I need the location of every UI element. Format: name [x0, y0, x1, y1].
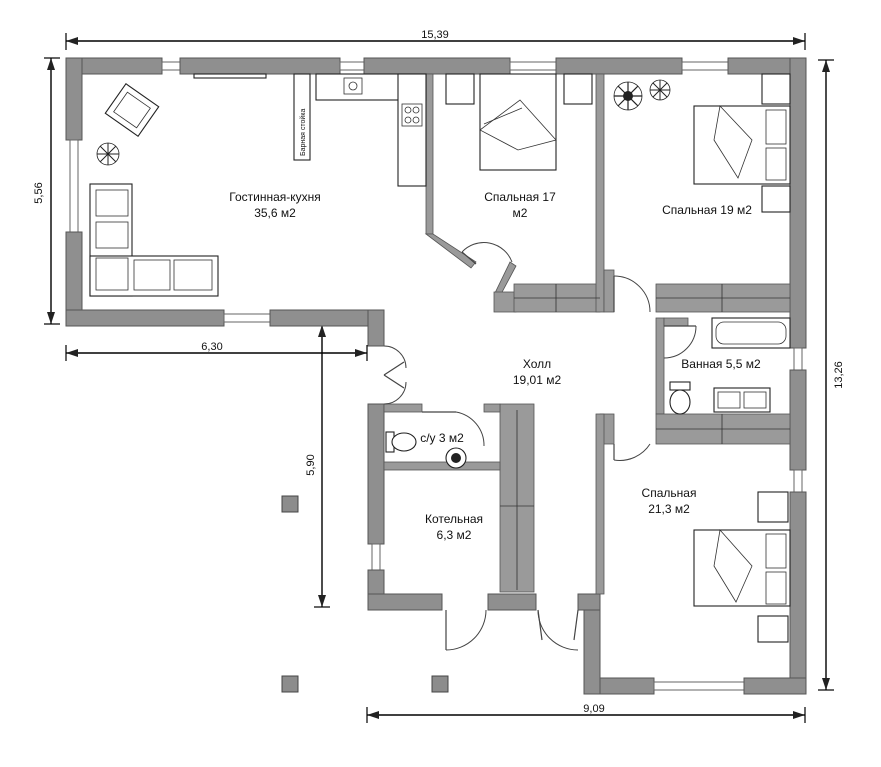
room-area-boiler: 6,3 м2: [437, 528, 472, 542]
room-area-living: 35,6 м2: [254, 206, 296, 220]
wardrobe: [656, 284, 790, 312]
room-name-bed17: Спальная 17: [484, 190, 556, 204]
dimension-middle-horizontal-label: 6,30: [201, 341, 222, 353]
room-name-living: Гостинная-кухня: [229, 190, 321, 204]
bed-19: [693, 73, 791, 213]
wardrobe: [656, 414, 790, 444]
plant-icon: [613, 81, 643, 111]
wardrobe: [514, 284, 600, 312]
wardrobe: [500, 410, 534, 590]
corner-sofa: [89, 183, 219, 297]
dimension-bottom-label: 9,09: [583, 703, 604, 715]
dimension-right-label: 13,26: [833, 361, 845, 389]
bar-counter: Барная стойка: [293, 73, 311, 161]
room-name-wc: с/у 3 м2: [420, 431, 464, 445]
bed-21: [693, 491, 791, 643]
room-name-bed21: Спальная: [642, 486, 697, 500]
kitchen-counter: [315, 73, 427, 187]
dimension-lines: 15,39 5,56 13,26 6,30 5,90: [33, 29, 845, 723]
doors: [383, 242, 697, 651]
dimension-middle-vertical-label: 5,90: [305, 454, 317, 475]
room-name-bed19: Спальная 19 м2: [662, 203, 752, 217]
dimension-top-label: 15,39: [421, 29, 449, 41]
bed-17: [445, 73, 593, 171]
room-name-hall: Холл: [523, 357, 551, 371]
porch-pillars: [281, 495, 449, 693]
bar-counter-label: Барная стойка: [299, 108, 307, 156]
room-name-boiler: Котельная: [425, 512, 483, 526]
toilet-icon: [385, 431, 417, 453]
plant-icon: [649, 79, 671, 101]
furniture: Барная стойка: [89, 73, 791, 643]
sink-icon: [713, 387, 771, 413]
outer-walls: [65, 57, 807, 695]
plant-icon: [96, 142, 120, 166]
room-area-bed17: м2: [513, 206, 528, 220]
armchair: [104, 83, 160, 137]
toilet-icon: [669, 381, 691, 415]
dimension-left-label: 5,56: [33, 182, 45, 203]
sink-icon: [445, 447, 467, 469]
room-area-bed21: 21,3 м2: [648, 502, 690, 516]
room-name-bath: Ванная 5,5 м2: [681, 357, 761, 371]
bathtub: [711, 317, 791, 349]
tv-icon: [193, 73, 267, 79]
room-area-hall: 19,01 м2: [513, 373, 562, 387]
room-labels: Гостинная-кухня 35,6 м2 Спальная 17 м2 С…: [229, 190, 761, 542]
